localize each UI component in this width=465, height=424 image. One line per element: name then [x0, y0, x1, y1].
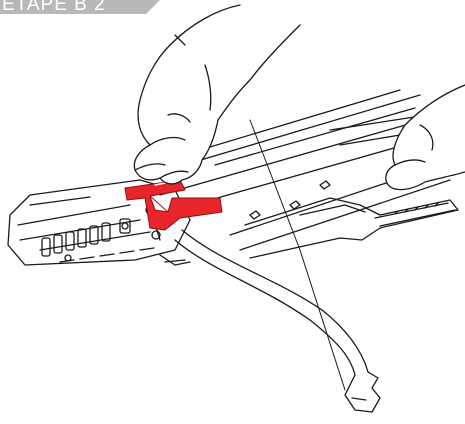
hand-icon	[134, 5, 300, 184]
right-hand-icon	[386, 85, 465, 190]
bow-limb-icon	[160, 230, 380, 412]
cocking-lever-highlight	[125, 180, 222, 230]
